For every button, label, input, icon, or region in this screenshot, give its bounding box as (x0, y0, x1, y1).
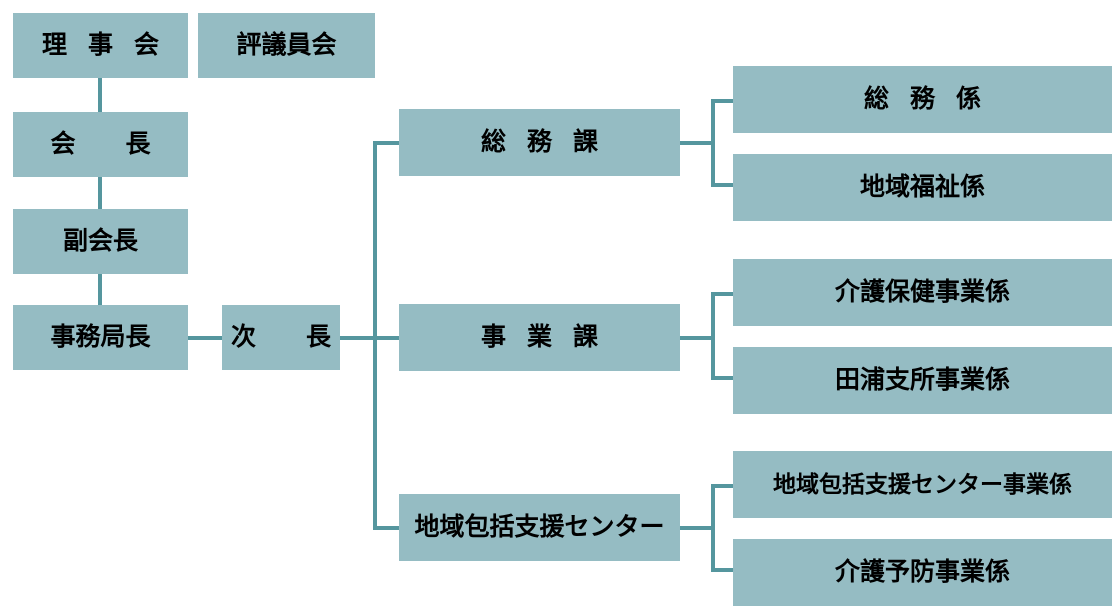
connector-jimukyokucho-jicho (188, 336, 224, 340)
node-kaigoyobou[interactable]: 介護予防事業係 (733, 539, 1112, 606)
node-hyogiinkai[interactable]: 評議員会 (198, 13, 375, 78)
connector-kaicho-fukukaicho (98, 177, 102, 211)
connector-chiikihokatsu-bracket-spine (711, 484, 715, 572)
connector-somuka-bracket-spine (711, 99, 715, 187)
connector-somuka-chiikifukushi (711, 183, 735, 187)
node-kaicho[interactable]: 会 長 (13, 112, 188, 177)
node-jimukyokucho[interactable]: 事務局長 (13, 305, 188, 370)
node-fukukaicho[interactable]: 副会長 (13, 209, 188, 274)
connector-rijikai-kaicho (98, 78, 102, 113)
node-chiikihokatsu[interactable]: 地域包括支援センター (399, 494, 680, 561)
node-rijikai[interactable]: 理 事 会 (13, 13, 188, 78)
connector-jigyouka-taurashisho (711, 376, 735, 380)
node-jigyouka[interactable]: 事 業 課 (399, 304, 680, 371)
connector-trunk-vertical (373, 141, 377, 530)
connector-jicho-trunk (338, 336, 377, 340)
connector-jigyouka-kaigohoken (711, 292, 735, 296)
connector-trunk-somuka (373, 141, 401, 145)
connector-chiikihokatsu-hokatsujigyou (711, 484, 735, 488)
node-chiikifukushi[interactable]: 地域福祉係 (733, 154, 1112, 221)
connector-somuka-somugakari (711, 99, 735, 103)
node-hokatsujigyou[interactable]: 地域包括支援センター事業係 (733, 451, 1112, 518)
connector-jigyouka-bracket-spine (711, 292, 715, 380)
connector-chiikihokatsu-bracket-stem (680, 526, 715, 530)
node-jicho[interactable]: 次 長 (222, 305, 340, 370)
node-somuka[interactable]: 総 務 課 (399, 109, 680, 176)
connector-trunk-jigyouka (373, 336, 401, 340)
connector-jigyouka-bracket-stem (680, 336, 715, 340)
node-kaigohoken[interactable]: 介護保健事業係 (733, 259, 1112, 326)
node-taurashisho[interactable]: 田浦支所事業係 (733, 347, 1112, 414)
connector-fukukaicho-jimukyokucho (98, 274, 102, 305)
connector-somuka-bracket-stem (680, 141, 715, 145)
connector-trunk-chiikihokatsu (373, 526, 401, 530)
connector-chiikihokatsu-kaigoyobou (711, 568, 735, 572)
node-somugakari[interactable]: 総 務 係 (733, 66, 1112, 133)
